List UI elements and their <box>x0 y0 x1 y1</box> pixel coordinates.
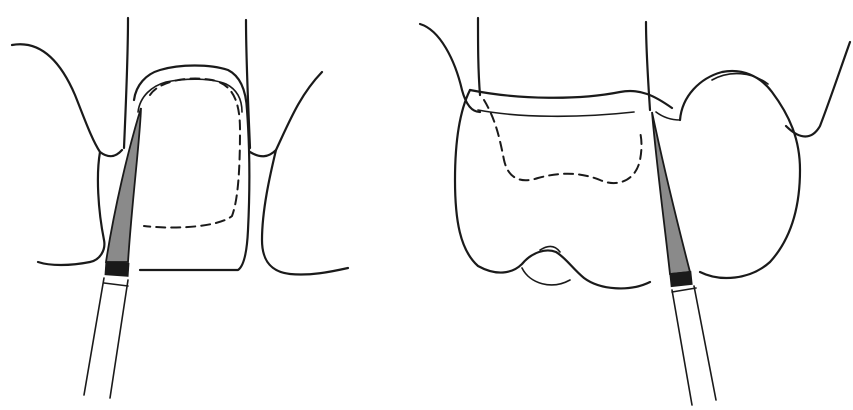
left-preparation-outline <box>144 79 240 228</box>
left-instrument-shank <box>84 278 128 398</box>
left-gingiva-outline-right <box>250 72 322 156</box>
right-panel <box>420 18 850 405</box>
right-molar-occlusal-top <box>470 90 672 108</box>
right-instrument-tip <box>652 112 690 274</box>
right-molar-occlusal-inner <box>478 110 634 116</box>
right-interproximal-line-1 <box>478 18 480 95</box>
left-tooth-crown-inner <box>138 79 242 112</box>
right-gingiva-outline-right <box>786 42 850 137</box>
right-dental-instrument <box>652 112 716 405</box>
right-instrument-shank <box>672 286 716 405</box>
right-adjacent-tooth <box>680 71 800 278</box>
left-panel <box>12 18 348 398</box>
right-adjacent-tooth-cusp <box>712 74 768 84</box>
left-instrument-tip <box>106 108 141 262</box>
right-molar-root-notch <box>522 246 570 284</box>
left-gingiva-outline <box>12 44 122 156</box>
right-preparation-outline <box>484 100 642 183</box>
right-interproximal-line-2 <box>646 22 650 110</box>
right-gingiva-outline-left <box>420 24 480 112</box>
right-gum-contact-line <box>656 112 680 120</box>
left-adjacent-tooth-left <box>38 152 104 265</box>
left-instrument-band <box>105 261 130 277</box>
left-tooth-crown <box>134 66 249 271</box>
left-dental-instrument <box>84 108 141 398</box>
right-molar-body <box>455 90 650 288</box>
right-instrument-band <box>669 271 692 287</box>
left-interproximal-line-1 <box>124 18 128 148</box>
left-adjacent-tooth-right <box>262 150 348 275</box>
